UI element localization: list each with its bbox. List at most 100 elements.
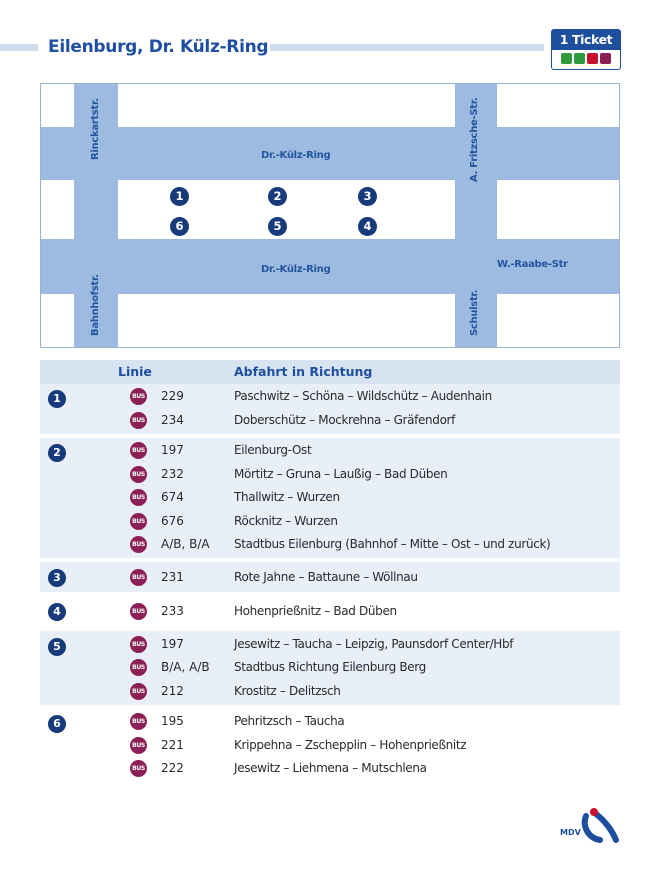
bus-icon: BUS (130, 465, 147, 483)
bus-icon: BUS (130, 603, 147, 620)
table-row: BUS 233 Hohenprießnitz – Bad Düben (40, 600, 620, 624)
page-title: Eilenburg, Dr. Külz-Ring (48, 37, 269, 57)
table-row: BUS 212 Krostitz – Delitzsch (40, 680, 620, 704)
stop-number-icon: 4 (48, 603, 66, 621)
table-row: BUS 229 Paschwitz – Schöna – Wildschütz … (40, 385, 620, 409)
line-number: 222 (161, 761, 184, 775)
stop-number-icon: 6 (48, 715, 66, 733)
destination: Doberschütz – Mockrehna – Gräfendorf (234, 412, 456, 427)
bus-icon: BUS (130, 442, 147, 459)
line-number: B/A, A/B (161, 660, 210, 674)
map-stop-2: 2 (268, 187, 287, 206)
stop-group-1: 1 BUS 229 Paschwitz – Schöna – Wildschüt… (40, 384, 620, 434)
street-label-rinckart: Rinckartstr. (90, 98, 101, 160)
table-row: BUS 676 Röcknitz – Wurzen (40, 510, 620, 534)
line-number: 212 (161, 683, 184, 698)
header-rule-right (270, 44, 544, 51)
ticket-label: 1 Ticket (552, 30, 620, 50)
table-row: BUS 232 Mörtitz – Gruna – Laußig – Bad D… (40, 463, 620, 487)
bus-icon: BUS (130, 388, 147, 405)
line-number: 676 (161, 513, 184, 528)
street-label-ring-south: Dr.-Külz-Ring (261, 264, 331, 275)
tram-icon (561, 53, 572, 64)
bus-icon: BUS (130, 736, 147, 754)
bus-icon: BUS (130, 713, 147, 730)
destination: Pehritzsch – Taucha (234, 714, 345, 728)
stop-number-icon: 2 (48, 444, 66, 462)
street-label-bahnhof: Bahnhofstr. (90, 274, 101, 336)
map-stop-5: 5 (268, 217, 287, 236)
line-number: 197 (161, 443, 184, 457)
destination: Jesewitz – Taucha – Leipzig, Paunsdorf C… (234, 636, 514, 651)
destination: Krippehna – Zschepplin – Hohenprießnitz (234, 737, 467, 752)
table-row: BUS 197 Eilenburg-Ost (40, 439, 620, 463)
stop-number-icon: 3 (48, 568, 66, 587)
destination: Thallwitz – Wurzen (234, 490, 340, 504)
destination: Eilenburg-Ost (234, 443, 312, 457)
line-number: 233 (161, 604, 184, 618)
bus-icon: BUS (130, 682, 147, 700)
bus-icon: BUS (130, 635, 147, 653)
table-row: BUS 197 Jesewitz – Taucha – Leipzig, Pau… (40, 633, 620, 657)
stop-group-3: 3 BUS 231 Rote Jahne – Battaune – Wöllna… (40, 561, 620, 592)
stop-number-icon: 5 (48, 637, 66, 656)
bus-icon (600, 53, 611, 64)
table-header: Linie Abfahrt in Richtung (40, 360, 620, 384)
map-stop-6: 6 (170, 217, 189, 236)
destination: Röcknitz – Wurzen (234, 513, 338, 528)
destination: Paschwitz – Schöna – Wildschütz – Audenh… (234, 389, 492, 403)
line-number: 197 (161, 636, 184, 651)
bus-icon: BUS (130, 760, 147, 777)
street-label-raabe: W.-Raabe-Str (497, 259, 568, 270)
line-number: 234 (161, 412, 184, 427)
map-stop-4: 4 (358, 217, 377, 236)
ticket-badge: 1 Ticket (551, 29, 621, 70)
departure-table: Linie Abfahrt in Richtung 1 BUS 229 Pasc… (40, 360, 620, 783)
line-number: 221 (161, 737, 184, 752)
destination: Mörtitz – Gruna – Laußig – Bad Düben (234, 466, 448, 481)
table-row: BUS A/B, B/A Stadtbus Eilenburg (Bahnhof… (40, 533, 620, 557)
stop-number-icon: 1 (48, 390, 66, 408)
line-number: 231 (161, 569, 184, 584)
stop-group-6: 6 BUS 195 Pehritzsch – Taucha BUS 221 Kr… (40, 709, 620, 783)
bus-icon: BUS (130, 512, 147, 530)
mdv-logo: MDV (560, 806, 622, 846)
stop-group-4: 4 BUS 233 Hohenprießnitz – Bad Düben (40, 596, 620, 627)
ticket-mode-icons (552, 53, 620, 64)
stop-group-5: 5 BUS 197 Jesewitz – Taucha – Leipzig, P… (40, 630, 620, 705)
street-label-fritzsche: A. Fritzsche-Str. (469, 97, 480, 182)
bus-icon: BUS (130, 659, 147, 676)
table-row: BUS 221 Krippehna – Zschepplin – Hohenpr… (40, 734, 620, 758)
road-ring-south (41, 239, 619, 294)
destination: Jesewitz – Liehmena – Mutschlena (234, 761, 427, 775)
destination: Hohenprießnitz – Bad Düben (234, 604, 397, 618)
destination: Rote Jahne – Battaune – Wöllnau (234, 569, 418, 584)
bus-icon: BUS (130, 536, 147, 553)
table-row: BUS 234 Doberschütz – Mockrehna – Gräfen… (40, 409, 620, 433)
table-row: BUS 222 Jesewitz – Liehmena – Mutschlena (40, 757, 620, 781)
table-row: BUS B/A, A/B Stadtbus Richtung Eilenburg… (40, 656, 620, 680)
table-row: BUS 674 Thallwitz – Wurzen (40, 486, 620, 510)
bus-icon: BUS (130, 489, 147, 506)
map-stop-3: 3 (358, 187, 377, 206)
mdv-logo-icon (581, 808, 619, 843)
bus-icon: BUS (130, 568, 147, 586)
street-label-schul: Schulstr. (469, 289, 480, 336)
line-number: 195 (161, 714, 184, 728)
destination: Stadtbus Richtung Eilenburg Berg (234, 660, 426, 674)
train-icon (587, 53, 598, 64)
line-number: 229 (161, 389, 184, 403)
destination: Krostitz – Delitzsch (234, 683, 341, 698)
map-stop-1: 1 (170, 187, 189, 206)
line-number: A/B, B/A (161, 537, 210, 551)
stop-area-map: Rinckartstr. A. Fritzsche-Str. Dr.-Külz-… (40, 83, 620, 348)
table-row: BUS 195 Pehritzsch – Taucha (40, 710, 620, 734)
line-number: 232 (161, 466, 184, 481)
stop-group-2: 2 BUS 197 Eilenburg-Ost BUS 232 Mörtitz … (40, 438, 620, 558)
street-label-ring-north: Dr.-Külz-Ring (261, 150, 331, 161)
line-number: 674 (161, 490, 184, 504)
sbahn-icon (574, 53, 585, 64)
destination: Stadtbus Eilenburg (Bahnhof – Mitte – Os… (234, 537, 551, 551)
mdv-logo-text: MDV (560, 828, 581, 837)
table-row: BUS 231 Rote Jahne – Battaune – Wöllnau (40, 566, 620, 590)
